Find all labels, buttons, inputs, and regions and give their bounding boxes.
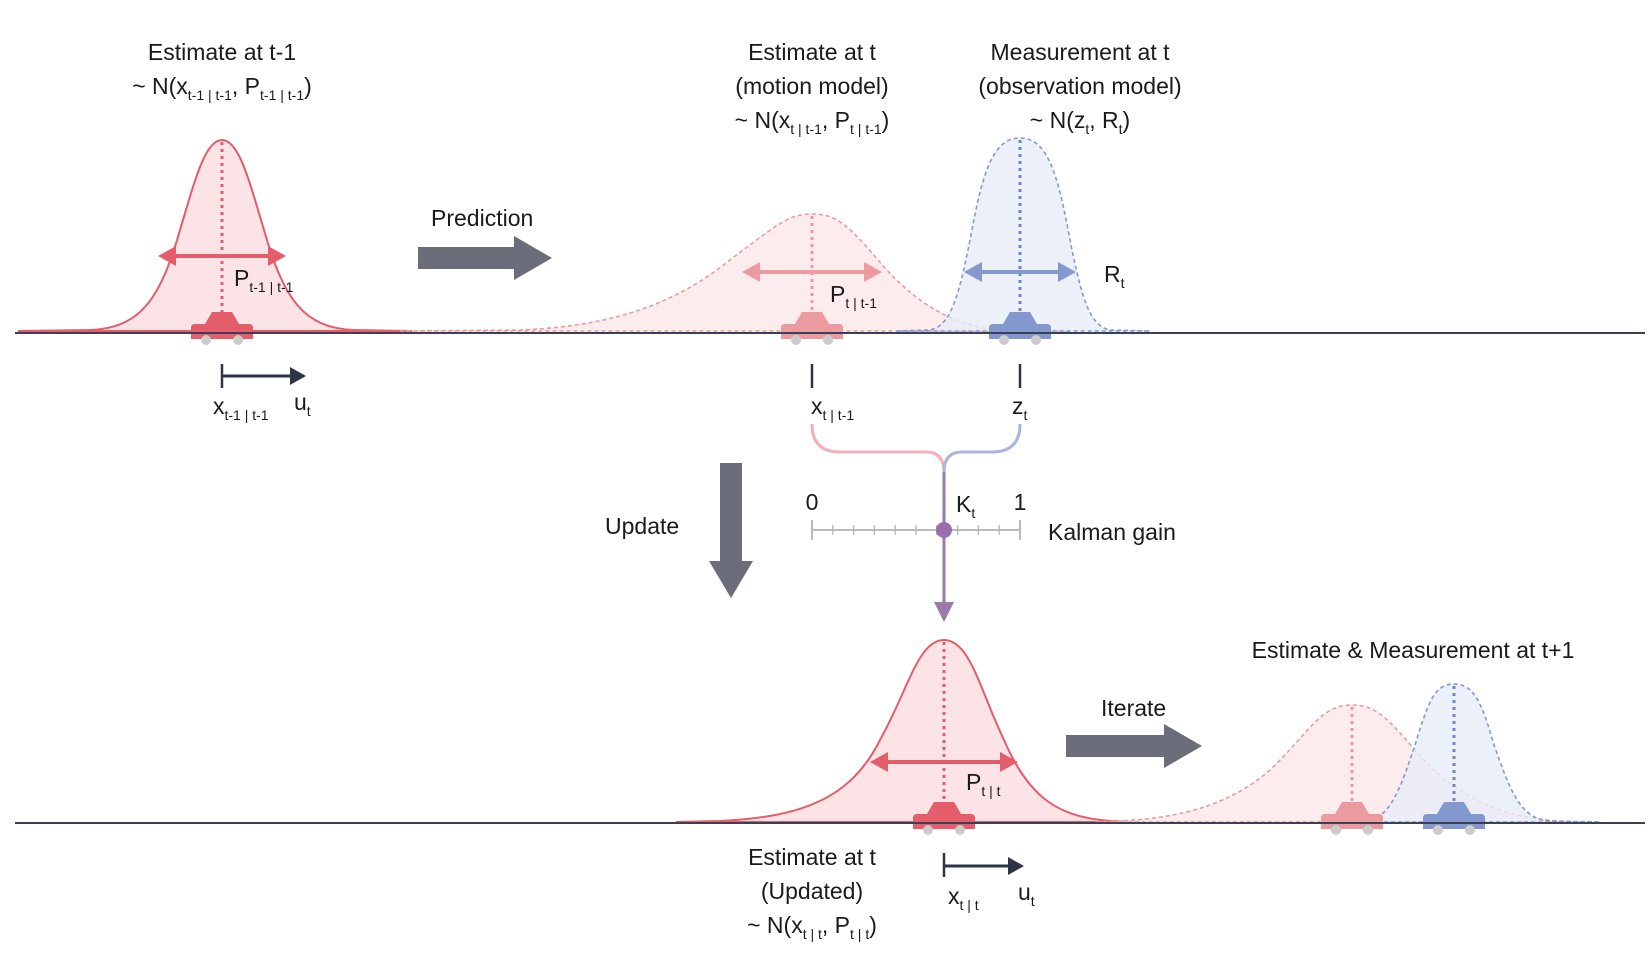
measurement-subtitle: (observation model) <box>978 73 1182 99</box>
iterate-arrow <box>1066 724 1202 768</box>
measurement-fusion-line <box>942 423 1022 473</box>
predicted-title: Estimate at t <box>748 39 876 65</box>
updated-distribution-label: ~ N(xt | t, Pt | t) <box>747 912 877 942</box>
measurement-title: Measurement at t <box>990 39 1170 65</box>
predicted-fusion-line <box>810 423 946 473</box>
measurement-covariance-label: Rt <box>1104 261 1125 291</box>
prior-title: Estimate at t-1 <box>147 39 297 65</box>
updated-estimate-group <box>675 638 1141 877</box>
updated-state-label: xt | t <box>948 883 979 913</box>
predicted-subtitle: (motion model) <box>735 73 889 99</box>
gain-output-arrowhead <box>934 602 954 622</box>
next-step-group <box>1095 683 1601 835</box>
gain-max-label: 1 <box>1013 489 1027 515</box>
measurement-label: zt <box>1012 393 1028 423</box>
measurement-group <box>895 137 1151 388</box>
updated-gaussian-curve <box>675 638 1141 823</box>
gain-min-label: 0 <box>805 489 819 515</box>
update-label: Update <box>605 513 680 539</box>
kalman-gain-label: Kalman gain <box>1048 519 1176 545</box>
control-input-label-2: ut <box>1018 879 1035 909</box>
updated-subtitle: (Updated) <box>760 878 864 904</box>
prediction-arrow <box>418 236 552 280</box>
kalman-gain-scale <box>811 520 1021 540</box>
gain-symbol-label: Kt <box>956 491 976 521</box>
prior-distribution-label: ~ N(xt-1 | t-1, Pt-1 | t-1) <box>132 73 312 103</box>
prior-gaussian-curve <box>17 138 413 332</box>
update-arrow <box>709 463 753 598</box>
predicted-state-label: xt | t-1 <box>811 393 855 423</box>
prior-estimate-group <box>17 138 413 388</box>
predicted-gaussian-curve <box>399 213 1071 332</box>
iterate-label: Iterate <box>1101 695 1167 721</box>
measurement-gaussian-curve <box>895 137 1151 332</box>
updated-covariance-label: Pt | t <box>966 769 1001 799</box>
prior-covariance-label: Pt-1 | t-1 <box>234 265 294 295</box>
next-measurement-gaussian-curve <box>1355 683 1601 823</box>
predicted-covariance-label: Pt | t-1 <box>830 281 877 311</box>
predicted-distribution-label: ~ N(xt | t-1, Pt | t-1) <box>734 107 890 137</box>
prior-state-label: xt-1 | t-1 <box>213 393 269 423</box>
kalman-gain-marker <box>936 522 952 538</box>
measurement-distribution-label: ~ N(zt, Rt) <box>1029 107 1131 137</box>
predicted-estimate-group <box>399 213 1071 332</box>
updated-title: Estimate at t <box>748 844 876 870</box>
prediction-label: Prediction <box>431 205 534 231</box>
next-step-title: Estimate & Measurement at t+1 <box>1251 637 1575 663</box>
control-input-label-1: ut <box>294 389 311 419</box>
